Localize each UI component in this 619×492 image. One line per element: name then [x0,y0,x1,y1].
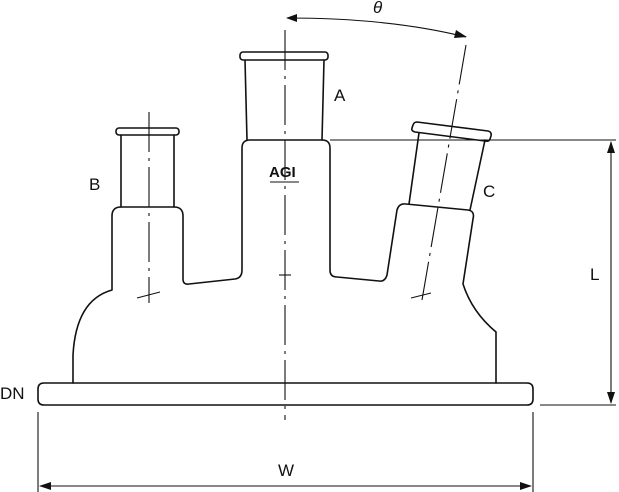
flange-plate [37,382,534,406]
label-length: L [590,265,599,284]
label-angle: θ [373,0,383,17]
neck-c-rim [411,121,492,143]
neck-c-socket [408,132,486,211]
centerline-b-tick [136,291,161,299]
centerline-c [421,44,467,301]
label-neck-b: B [89,175,100,194]
dim-w-arrow-right [520,482,532,490]
neck-a-socket [244,59,325,141]
angle-arrow-left [286,14,297,22]
lid-body-outline [72,139,497,384]
label-neck-c: C [483,182,495,201]
logo-text: AGI [269,164,296,181]
label-flange: DN [0,384,25,403]
dim-w-arrow-left [39,482,51,490]
dim-l-arrow-top [607,141,615,153]
label-width: W [278,461,294,480]
angle-arrow-right [454,30,467,38]
neck-a-rim [239,51,329,61]
centerline-c-tick [410,292,432,299]
angle-arc [286,17,467,38]
neck-b-rim [115,127,180,136]
label-neck-a: A [334,86,346,105]
neck-b-socket [120,134,175,208]
dim-l-arrow-bottom [607,392,615,404]
